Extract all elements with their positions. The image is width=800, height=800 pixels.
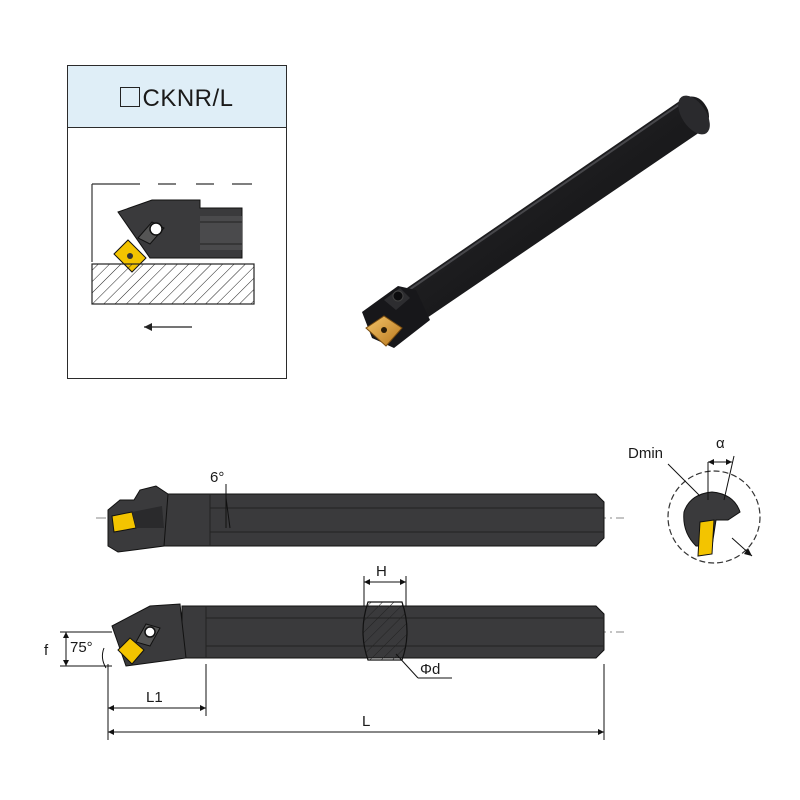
alpha-label: α — [716, 435, 725, 452]
side-view-drawing: 6° — [96, 469, 624, 553]
inset-sketch — [91, 183, 255, 331]
L1-label: L1 — [146, 689, 163, 706]
inset-header — [68, 66, 286, 128]
angle-6-label: 6° — [210, 469, 224, 486]
f-label: f — [44, 642, 49, 659]
inset-title-text: CKNR/L — [142, 85, 234, 112]
front-view-drawing: H Φd f 75° L1 L — [44, 563, 624, 740]
checkbox-square-icon — [120, 87, 141, 107]
tool-photo-3d — [362, 95, 710, 348]
dmin-label: Dmin — [628, 445, 663, 462]
end-view-drawing: Dmin α — [628, 435, 761, 564]
L-label: L — [362, 713, 370, 730]
H-label: H — [376, 563, 387, 580]
angle-75-label: 75° — [70, 639, 93, 656]
phi-d-label: Φd — [420, 661, 440, 678]
inset-title: CKNR/L — [68, 66, 286, 128]
